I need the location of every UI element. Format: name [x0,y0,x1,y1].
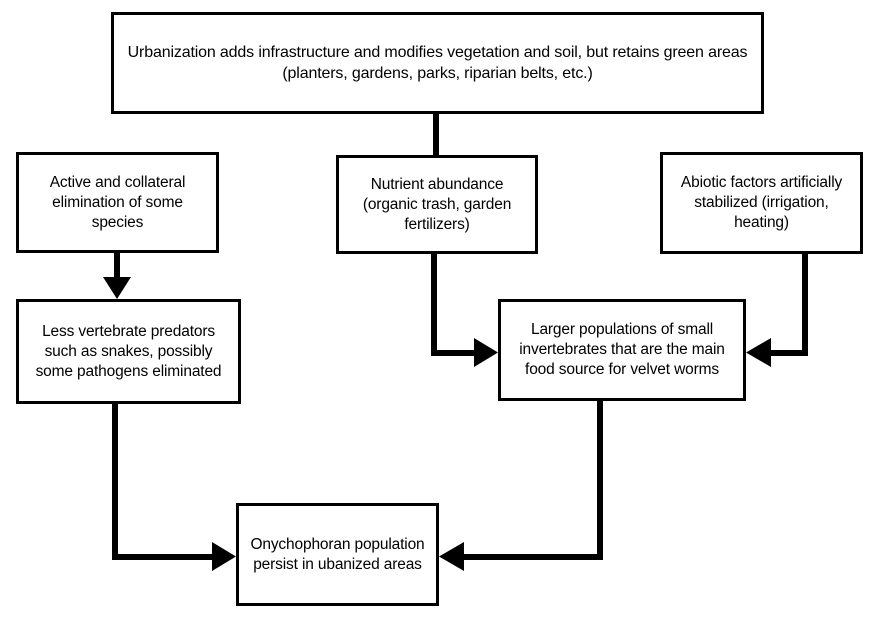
node-onychophoran-persist: Onychophoran population persist in ubani… [236,503,439,606]
node-larger-populations: Larger populations of small invertebrate… [498,299,746,401]
node-urbanization: Urbanization adds infrastructure and mod… [111,12,764,114]
edge-abiotic-to-invertebrates [746,254,808,367]
node-abiotic-factors: Abiotic factors artificially stabilized … [660,152,863,254]
edge-predators-to-onychophoran [112,404,236,571]
node-less-predators-label: Less vertebrate predators such as snakes… [35,322,222,380]
node-abiotic-factors-label: Abiotic factors artificially stabilized … [680,174,843,231]
node-active-elimination-label: Active and collateral elimination of som… [49,173,186,231]
node-urbanization-label: Urbanization adds infrastructure and mod… [127,44,748,82]
node-active-elimination: Active and collateral elimination of som… [16,152,219,253]
node-onychophoran-persist-label: Onychophoran population persist in ubani… [250,535,425,573]
node-nutrient-abundance: Nutrient abundance (organic trash, garde… [336,155,538,254]
edge-nutrient-to-invertebrates [431,254,498,367]
edge-active-to-predators [103,253,131,299]
node-less-predators: Less vertebrate predators such as snakes… [16,299,241,404]
node-nutrient-abundance-label: Nutrient abundance (organic trash, garde… [362,175,512,233]
node-larger-populations-label: Larger populations of small invertebrate… [519,321,725,378]
edge-invertebrates-to-onychophoran [439,401,603,571]
